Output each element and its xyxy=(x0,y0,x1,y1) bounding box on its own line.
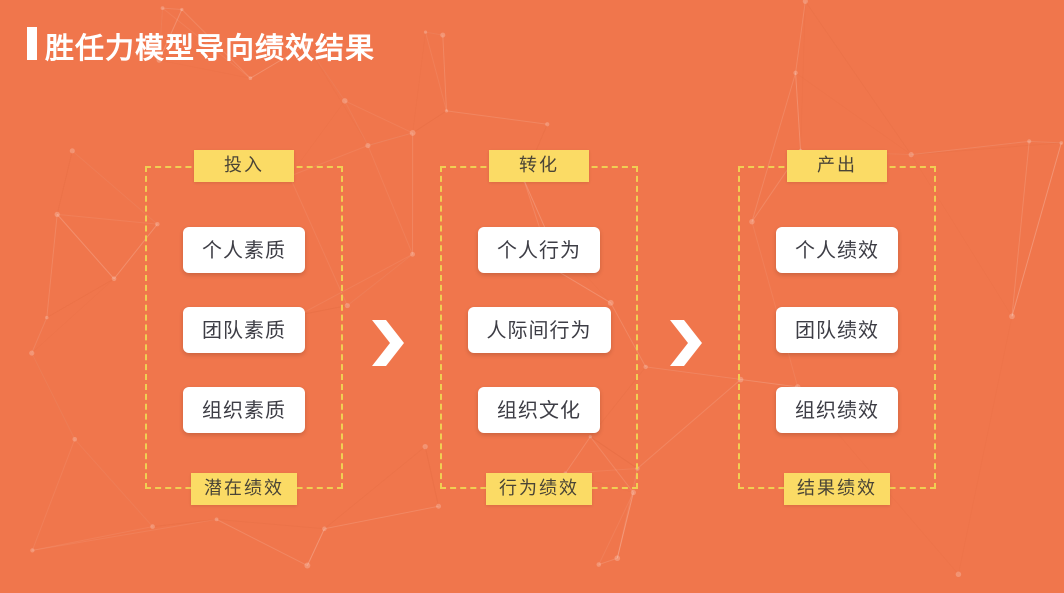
item-box: 团队绩效 xyxy=(776,307,898,353)
column-bottom-tab: 结果绩效 xyxy=(784,473,890,505)
item-box: 组织绩效 xyxy=(776,387,898,433)
item-box: 个人行为 xyxy=(478,227,600,273)
title-accent-bar xyxy=(27,27,37,60)
flow-column-output: 产出 个人绩效 团队绩效 组织绩效 结果绩效 xyxy=(736,150,938,505)
column-bottom-tab: 潜在绩效 xyxy=(191,473,297,505)
chevron-right-icon xyxy=(670,320,702,366)
page-title: 胜任力模型导向绩效结果 xyxy=(45,31,376,65)
item-box: 团队素质 xyxy=(183,307,305,353)
item-box: 人际间行为 xyxy=(467,307,611,353)
column-top-tab: 产出 xyxy=(787,150,887,182)
item-box: 组织文化 xyxy=(478,387,600,433)
column-top-tab: 转化 xyxy=(489,150,589,182)
column-dashed-box: 个人绩效 团队绩效 组织绩效 xyxy=(738,166,936,489)
item-box: 个人绩效 xyxy=(776,227,898,273)
chevron-right-icon xyxy=(372,320,404,366)
item-box: 组织素质 xyxy=(183,387,305,433)
column-bottom-tab: 行为绩效 xyxy=(486,473,592,505)
column-dashed-box: 个人行为 人际间行为 组织文化 xyxy=(440,166,638,489)
flow-column-input: 投入 个人素质 团队素质 组织素质 潜在绩效 xyxy=(143,150,345,505)
flow-column-transform: 转化 个人行为 人际间行为 组织文化 行为绩效 xyxy=(438,150,640,505)
column-top-tab: 投入 xyxy=(194,150,294,182)
column-dashed-box: 个人素质 团队素质 组织素质 xyxy=(145,166,343,489)
item-box: 个人素质 xyxy=(183,227,305,273)
